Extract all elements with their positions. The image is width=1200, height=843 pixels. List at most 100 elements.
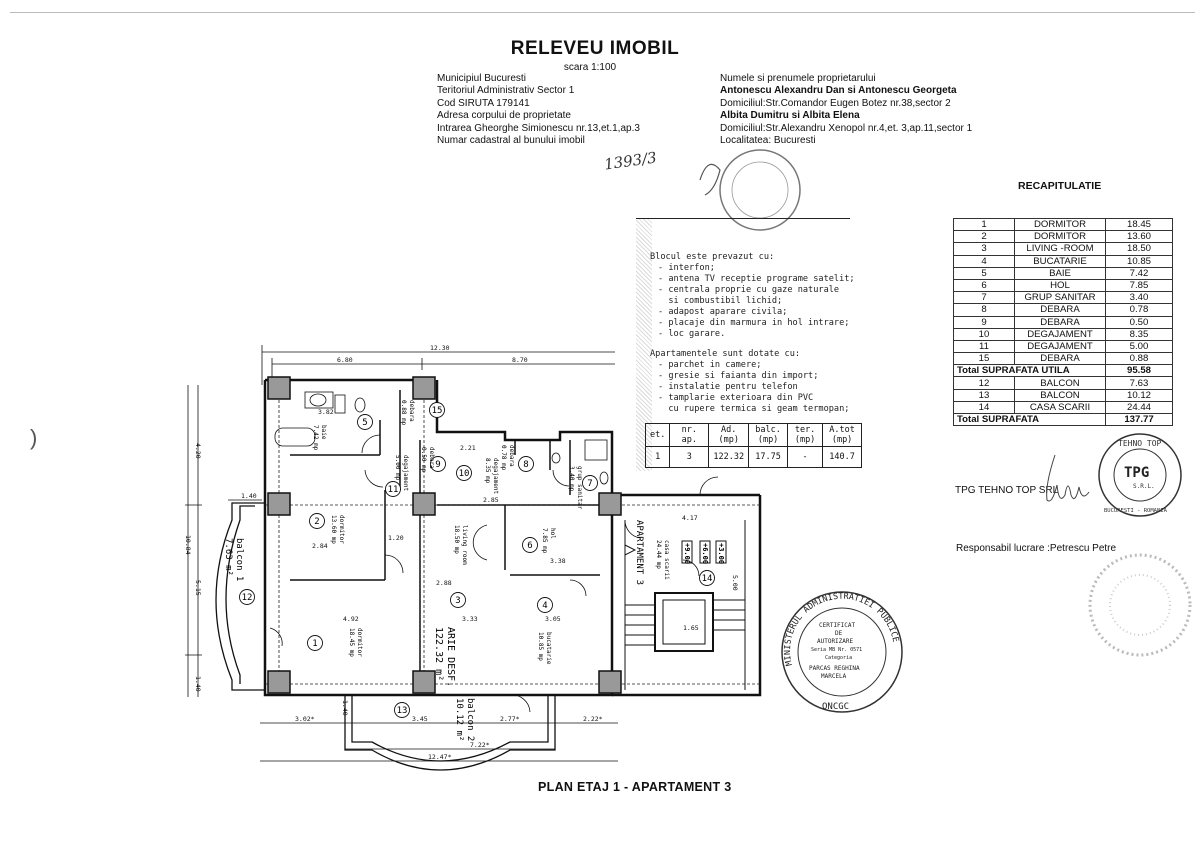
room-number: 5 bbox=[362, 418, 367, 428]
cell: - bbox=[787, 446, 824, 468]
stamp-line: Categoria bbox=[825, 655, 852, 661]
room-circle bbox=[518, 456, 534, 472]
ministry-stamp: MINISTERUL ADMINISTRATIEI PUBLICE CERTIF… bbox=[781, 591, 903, 713]
room-name: HOL bbox=[1014, 278, 1106, 293]
room-circle bbox=[430, 456, 446, 472]
header-cell: ter. (mp) bbox=[787, 423, 824, 447]
room-area: 7.85 mp bbox=[541, 528, 548, 554]
apartment-item: - tamplarie exterioara din PVC bbox=[658, 393, 814, 403]
apartment-item: cu rupere termica si geam termopan; bbox=[658, 404, 850, 414]
dim-label: 5.15 bbox=[194, 580, 202, 596]
property-line: Intrarea Gheorghe Simionescu nr.13,et.1,… bbox=[437, 122, 640, 134]
arie-desf-label: ARIE DESF. bbox=[445, 627, 456, 687]
room-area: 8.35 bbox=[1105, 327, 1173, 341]
room-number: 8 bbox=[523, 460, 528, 470]
stamp-center-text: TPG bbox=[1124, 465, 1149, 481]
room-name: DORMITOR bbox=[1014, 217, 1106, 232]
room-number: 11 bbox=[953, 339, 1015, 354]
room-name: dormitor bbox=[356, 628, 363, 657]
property-line: Cod SIRUTA 179141 bbox=[437, 97, 530, 109]
property-line: Municipiul Bucuresti bbox=[437, 73, 526, 84]
room-circle bbox=[450, 592, 466, 608]
room-name: debara bbox=[408, 400, 415, 422]
room-area: 10.12 bbox=[1105, 388, 1173, 402]
room-area: 18.50 bbox=[1105, 242, 1173, 256]
room-area: 0.50 mp bbox=[420, 447, 427, 473]
room-area: 7.63 m² bbox=[223, 538, 233, 576]
total-label: Total SUPRAFATA bbox=[953, 412, 1106, 427]
structural-axes bbox=[265, 385, 760, 690]
door-swings bbox=[269, 434, 719, 713]
room-number: 12 bbox=[953, 376, 1015, 390]
specification-text: Blocul este prevazut cu: - interfon; - a… bbox=[650, 252, 855, 415]
cell: 1 bbox=[644, 446, 671, 468]
room-area: 8.35 mp bbox=[484, 458, 491, 484]
owner-label: Numele si prenumele proprietarului bbox=[720, 73, 876, 84]
apartment-heading: Apartamentele sunt dotate cu: bbox=[650, 349, 801, 359]
dim-label: 3.05 bbox=[545, 615, 561, 623]
signature-scribble bbox=[1046, 454, 1090, 502]
room-number: 11 bbox=[388, 485, 399, 495]
stamp-line: MARCELA bbox=[821, 673, 847, 680]
room-number: 4 bbox=[542, 601, 547, 611]
room-name: hol bbox=[549, 528, 556, 539]
faint-stamp-right bbox=[1088, 553, 1192, 657]
arie-desf-value: 122.32 m² bbox=[433, 627, 444, 681]
bathroom-fixtures bbox=[274, 391, 609, 485]
block-item: - loc garare. bbox=[658, 329, 726, 339]
room-number: 1 bbox=[953, 217, 1015, 232]
room-name: bucatarie bbox=[545, 632, 552, 665]
stamp-line: Seria MB Nr. 0571 bbox=[811, 647, 862, 653]
room-name: degajament bbox=[402, 455, 409, 492]
room-number: 14 bbox=[702, 574, 713, 584]
room-name: baie bbox=[320, 425, 327, 440]
room-area: 5.00 mp bbox=[394, 455, 401, 481]
room-number: 9 bbox=[435, 460, 440, 470]
stamp-bottom-text: BUCURESTI - ROMANIA bbox=[1104, 508, 1168, 514]
apartment-label: APARTAMENT 3 bbox=[634, 520, 644, 585]
stamp-top-text: TEHNO TOP bbox=[1118, 439, 1162, 448]
room-circle bbox=[537, 597, 553, 613]
room-name: BAIE bbox=[1014, 266, 1106, 280]
room-name: DORMITOR bbox=[1014, 230, 1106, 244]
stamp-line: DE bbox=[835, 630, 843, 637]
dim-label: 2.21 bbox=[460, 444, 476, 452]
scan-artifact-line bbox=[10, 12, 1195, 13]
owner-1: Antonescu Alexandru Dan si Antonescu Geo… bbox=[720, 85, 957, 97]
room-number: 4 bbox=[953, 254, 1015, 268]
room-circle bbox=[357, 414, 373, 430]
room-number: 10 bbox=[953, 327, 1015, 341]
room-area: 7.63 bbox=[1105, 376, 1173, 390]
table-header-row: et. nr. ap. Ad. (mp) balc. (mp) ter. (mp… bbox=[644, 423, 863, 447]
room-number: 6 bbox=[527, 541, 532, 551]
room-name: DEBARA bbox=[1014, 352, 1106, 366]
stamp-sub-text: S.R.L. bbox=[1133, 483, 1155, 490]
room-name: casa scarii bbox=[663, 540, 670, 580]
block-item: - placaje din marmura in hol intrare; bbox=[658, 318, 850, 328]
room-area: 10.85 bbox=[1105, 254, 1173, 268]
dimension-labels: 12.30 6.80 8.70 4.20 10.84 5.15 1.40 1.4… bbox=[184, 344, 739, 761]
apartment-item: - instalatie pentru telefon bbox=[658, 382, 798, 392]
property-line: Numar cadastral al bunului imobil bbox=[437, 135, 585, 147]
cell: 140.7 bbox=[822, 446, 863, 468]
dim-label: 2.22* bbox=[583, 715, 603, 723]
stamp-line: AUTORIZARE bbox=[817, 638, 854, 645]
room-area: 7.85 bbox=[1105, 278, 1173, 293]
room-area: 18.45 bbox=[1105, 217, 1173, 232]
dim-label: 10.84 bbox=[184, 535, 192, 555]
owner-2-address: Domiciliul:Str.Alexandru Xenopol nr.4,et… bbox=[720, 122, 973, 134]
room-area: 5.00 bbox=[1105, 339, 1173, 354]
locality: Localitatea: Bucuresti bbox=[720, 135, 816, 147]
room-number: 3 bbox=[953, 242, 1015, 256]
dim-label: 1.20 bbox=[388, 534, 404, 542]
